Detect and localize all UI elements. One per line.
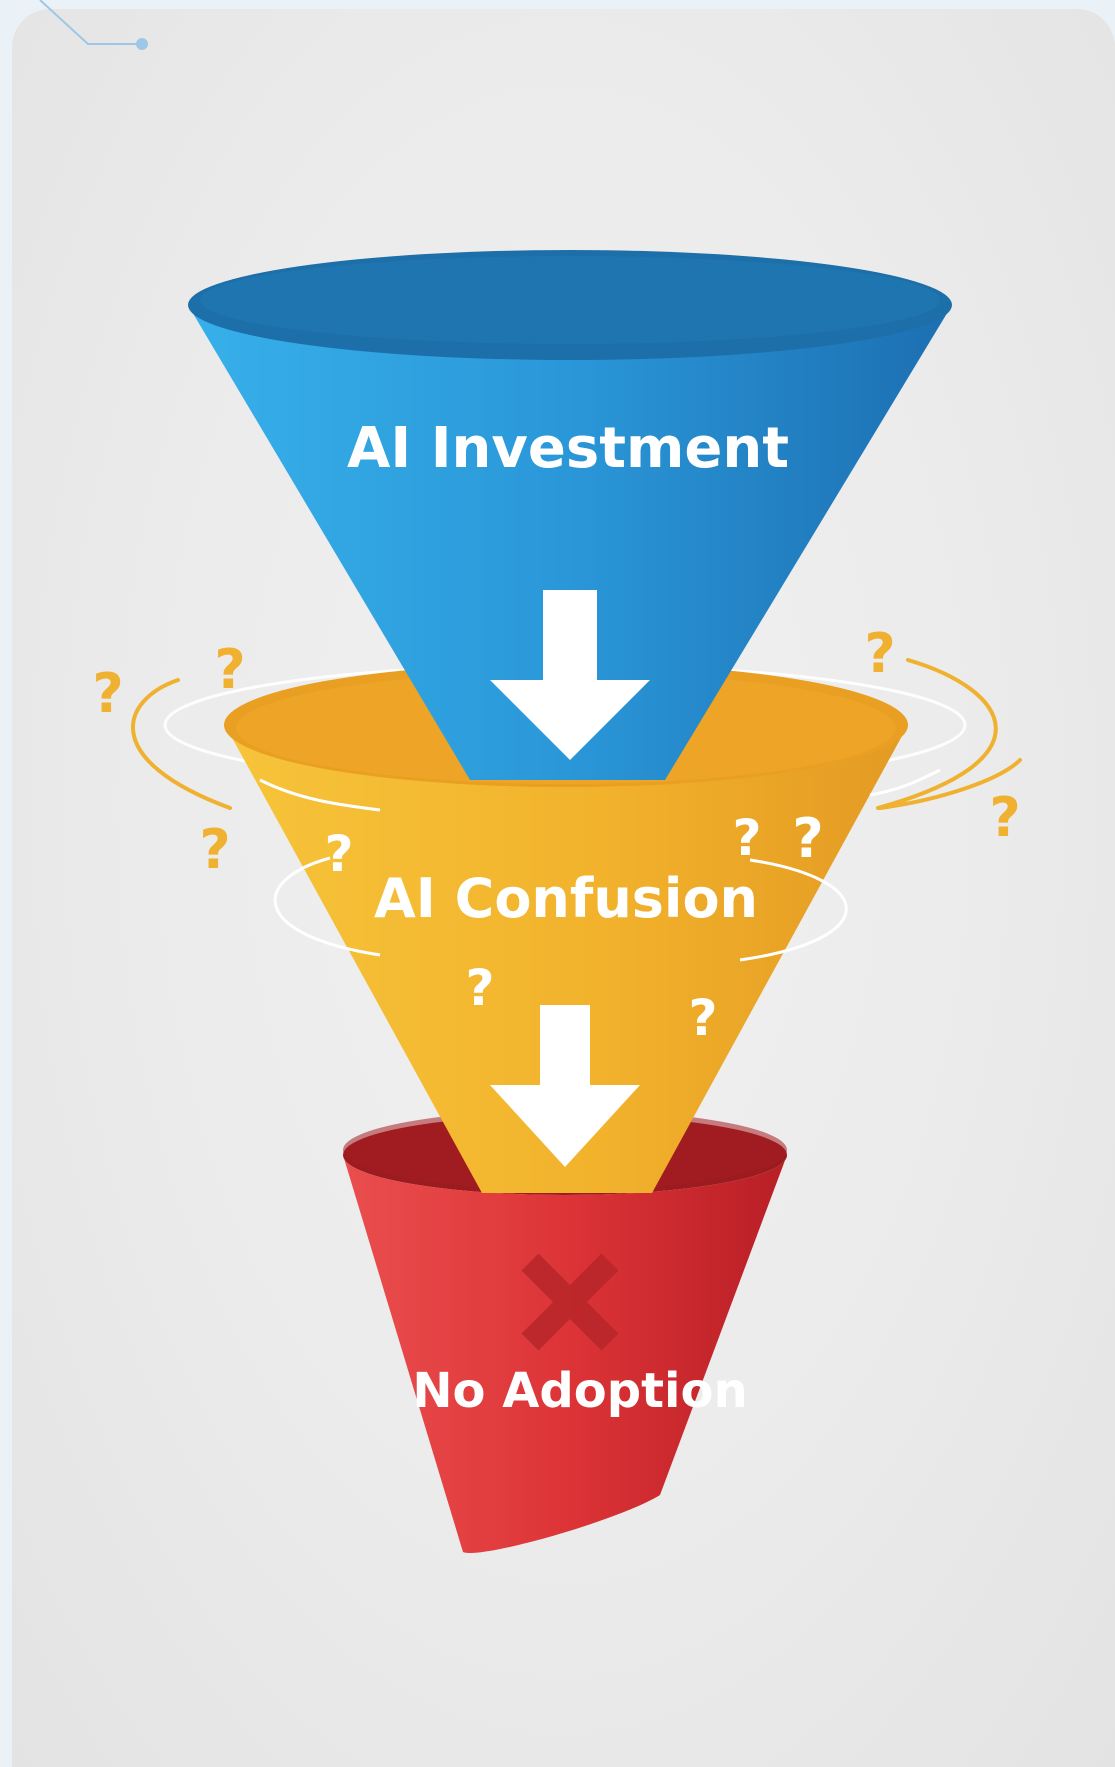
question-mark: ?	[792, 807, 823, 870]
white-ring-front-right	[869, 768, 941, 797]
question-mark: ?	[732, 809, 761, 867]
question-mark: ?	[214, 638, 245, 701]
down-arrow-icon	[490, 590, 650, 760]
question-mark: ?	[989, 786, 1020, 849]
white-ring-lower	[273, 856, 848, 962]
down-arrow-icon	[490, 1005, 640, 1167]
ai-investment-funnel: AI Investment	[188, 250, 952, 780]
question-marks: ? ? ? ? ? ? ? ? ? ?	[92, 622, 1020, 1047]
stage-label-ai-investment: AI Investment	[347, 416, 789, 481]
question-mark: ?	[688, 989, 717, 1047]
question-mark: ?	[465, 959, 494, 1017]
x-mark-icon	[521, 1253, 619, 1351]
question-mark: ?	[92, 662, 123, 725]
orange-swirl-front	[878, 758, 1022, 810]
stage-label-no-adoption: No Adoption	[412, 1363, 747, 1419]
stage-label-ai-confusion: AI Confusion	[374, 867, 758, 930]
question-mark: ?	[864, 622, 895, 685]
question-mark: ?	[324, 825, 353, 883]
question-mark: ?	[199, 818, 230, 881]
corner-circuit-decoration	[39, 0, 148, 50]
white-ring-front-left	[259, 778, 381, 812]
orange-swirl-back	[131, 658, 998, 810]
